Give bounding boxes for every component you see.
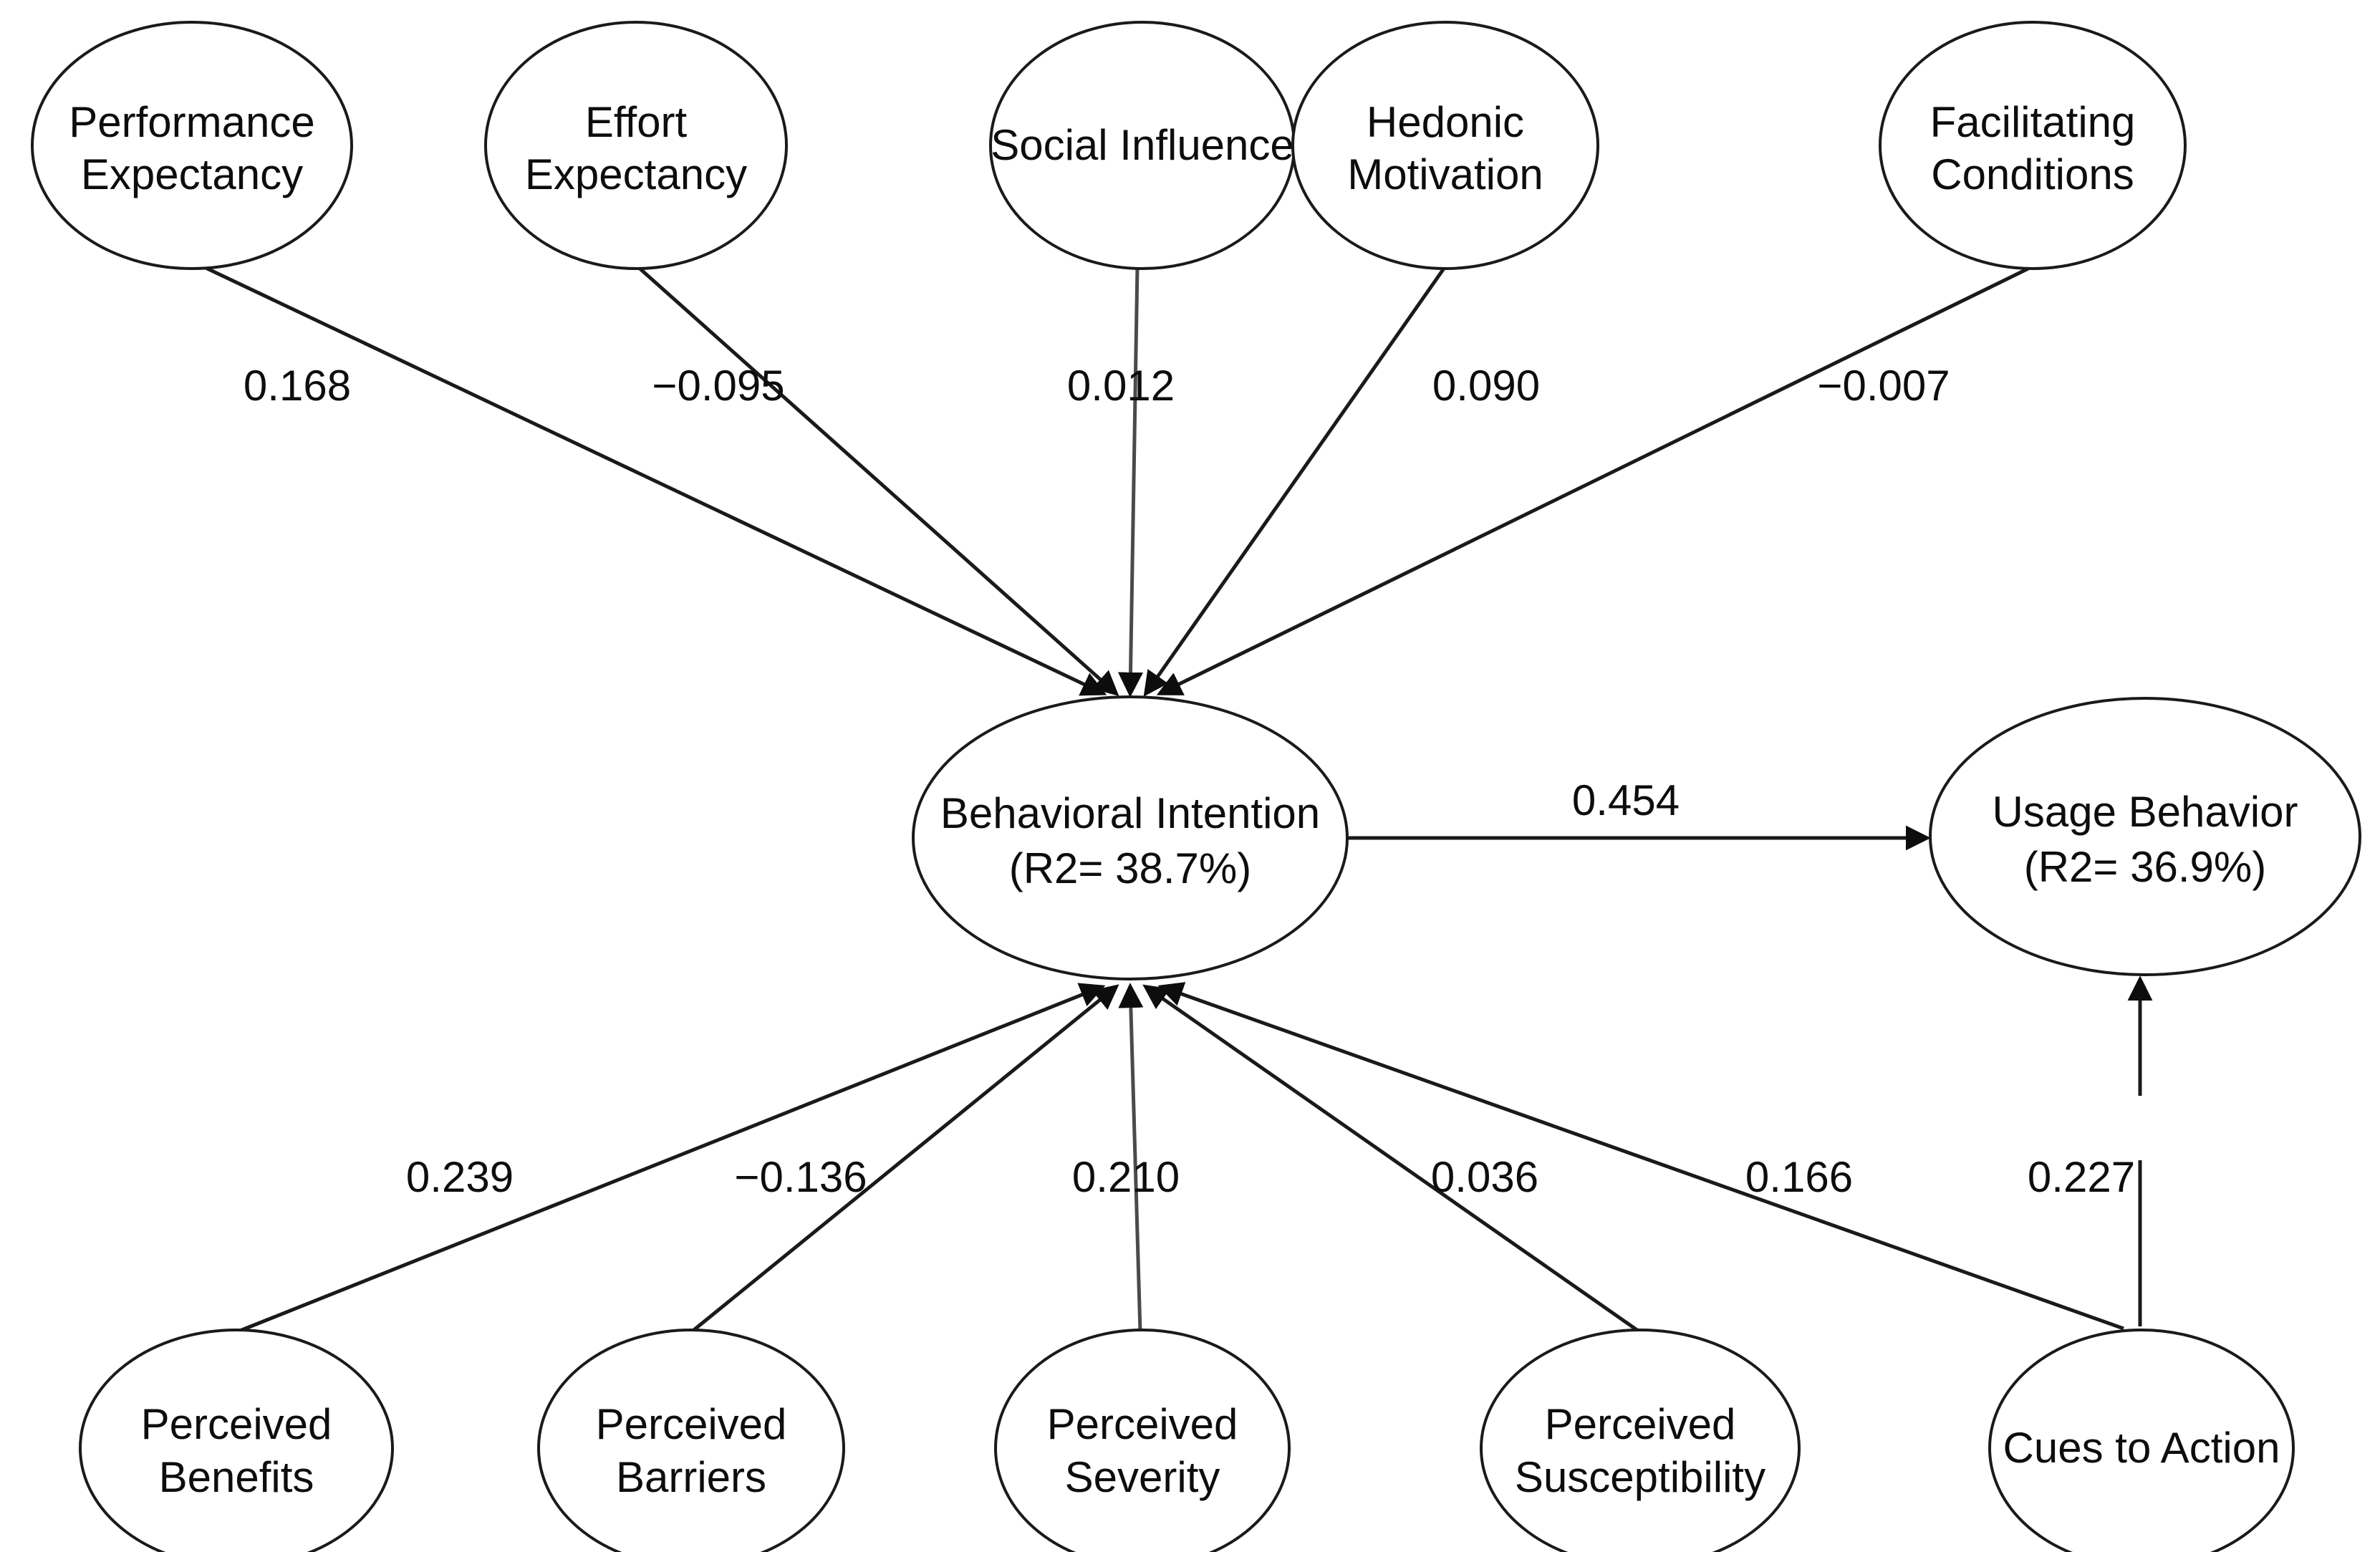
perceived-susceptibility-label-line2: Susceptibility: [1515, 1453, 1765, 1501]
performance-expectancy-ellipse[interactable]: [31, 21, 353, 270]
edges-layer: [201, 264, 2153, 1334]
behavioral-intention-label-line2: (R2= 38.7%): [1009, 844, 1252, 892]
edge-si-to-bi: [1117, 266, 1143, 698]
facilitating-conditions-label-line1: Facilitating: [1930, 98, 2136, 146]
cues-to-action-label-line1: Cues to Action: [2003, 1424, 2280, 1472]
coef-pben-to-bi: 0.239: [406, 1153, 514, 1201]
hedonic-motivation-ellipse[interactable]: [1291, 21, 1599, 270]
node-performance-expectancy[interactable]: Performance Expectancy: [31, 21, 353, 270]
node-perceived-barriers[interactable]: Perceived Barriers: [537, 1329, 845, 1552]
node-perceived-severity[interactable]: Perceived Severity: [994, 1329, 1291, 1552]
usage-behavior-ellipse[interactable]: [1929, 697, 2361, 976]
coef-si-to-bi: 0.012: [1067, 362, 1175, 410]
edge-psus-to-bi: [1142, 984, 1642, 1334]
performance-expectancy-label-line2: Expectancy: [81, 150, 303, 198]
behavioral-intention-label-line1: Behavioral Intention: [940, 789, 1320, 837]
edge-hm-to-bi: [1143, 265, 1447, 697]
node-social-influence[interactable]: Social Influence: [989, 21, 1296, 270]
perceived-severity-ellipse[interactable]: [994, 1329, 1291, 1552]
perceived-susceptibility-label-line1: Perceived: [1545, 1400, 1736, 1448]
edge-psev-to-bi: [1118, 983, 1144, 1333]
node-perceived-benefits[interactable]: Perceived Benefits: [79, 1329, 394, 1552]
usage-behavior-label-line2: (R2= 36.9%): [2024, 843, 2267, 891]
edge-fc-to-bi: [1156, 264, 2034, 695]
perceived-benefits-label-line2: Benefits: [159, 1453, 314, 1501]
node-hedonic-motivation[interactable]: Hedonic Motivation: [1291, 21, 1599, 270]
hedonic-motivation-label-line2: Motivation: [1347, 150, 1543, 198]
node-cues-to-action[interactable]: Cues to Action: [1988, 1329, 2295, 1552]
coef-hm-to-bi: 0.090: [1432, 362, 1540, 410]
performance-expectancy-label-line1: Performance: [69, 98, 314, 146]
coef-fc-to-bi: −0.007: [1817, 362, 1950, 410]
behavioral-intention-ellipse[interactable]: [912, 695, 1349, 980]
perceived-barriers-label-line2: Barriers: [616, 1453, 766, 1501]
coefficient-labels-layer: 0.168 −0.095 0.012 0.090 −0.007 0.454 0.…: [244, 362, 2135, 1201]
effort-expectancy-label-line2: Expectancy: [525, 150, 747, 198]
edge-pbar-to-bi: [690, 984, 1119, 1334]
effort-expectancy-ellipse[interactable]: [484, 21, 788, 270]
facilitating-conditions-label-line2: Conditions: [1931, 150, 2134, 198]
node-effort-expectancy[interactable]: Effort Expectancy: [484, 21, 788, 270]
perceived-barriers-ellipse[interactable]: [537, 1329, 845, 1552]
social-influence-label-line1: Social Influence: [991, 121, 1294, 169]
edge-pe-to-bi: [201, 264, 1107, 696]
coef-ee-to-bi: −0.095: [652, 362, 784, 410]
perceived-susceptibility-ellipse[interactable]: [1480, 1329, 1801, 1552]
edge-cta-to-bi: [1157, 982, 2124, 1331]
usage-behavior-label-line1: Usage Behavior: [1993, 788, 2298, 836]
coef-cta-to-ub: 0.227: [2028, 1153, 2135, 1201]
cues-to-action-ellipse[interactable]: [1988, 1329, 2295, 1552]
coef-psus-to-bi: 0.036: [1431, 1153, 1538, 1201]
edge-pben-to-bi: [236, 983, 1106, 1334]
coef-pbar-to-bi: −0.136: [734, 1153, 867, 1201]
facilitating-conditions-ellipse[interactable]: [1879, 21, 2187, 270]
perceived-severity-label-line2: Severity: [1065, 1453, 1220, 1501]
coef-psev-to-bi: 0.210: [1072, 1153, 1180, 1201]
node-behavioral-intention[interactable]: Behavioral Intention (R2= 38.7%): [912, 695, 1349, 980]
node-perceived-susceptibility[interactable]: Perceived Susceptibility: [1480, 1329, 1801, 1552]
coef-pe-to-bi: 0.168: [244, 362, 351, 410]
edge-ee-to-bi: [636, 265, 1119, 696]
perceived-benefits-label-line1: Perceived: [141, 1400, 332, 1448]
perceived-severity-label-line1: Perceived: [1047, 1400, 1238, 1448]
perceived-benefits-ellipse[interactable]: [79, 1329, 394, 1552]
node-usage-behavior[interactable]: Usage Behavior (R2= 36.9%): [1929, 697, 2361, 976]
hedonic-motivation-label-line1: Hedonic: [1367, 98, 1524, 146]
effort-expectancy-label-line1: Effort: [585, 98, 688, 146]
node-facilitating-conditions[interactable]: Facilitating Conditions: [1879, 21, 2187, 270]
perceived-barriers-label-line1: Perceived: [596, 1400, 787, 1448]
coef-cta-to-bi: 0.166: [1745, 1153, 1853, 1201]
coef-bi-to-ub: 0.454: [1572, 776, 1680, 824]
